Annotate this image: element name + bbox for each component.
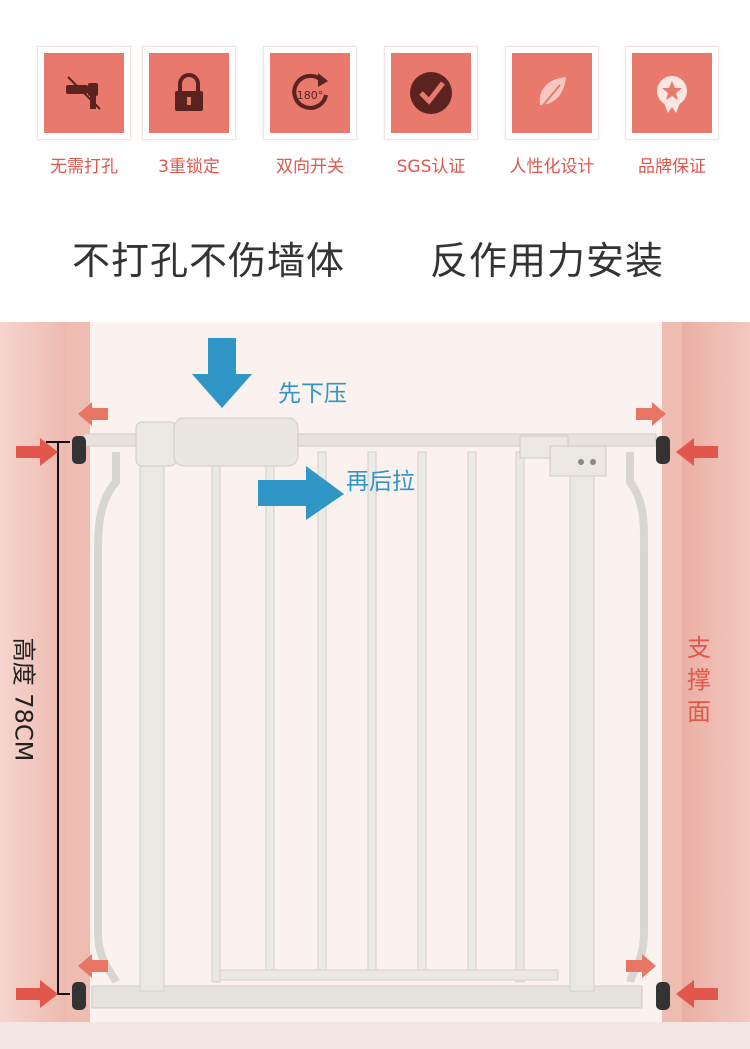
gate-bars [265, 451, 477, 971]
bottom-bar [91, 985, 643, 1009]
instruction-arrows [192, 338, 344, 520]
pull-back-arrow [258, 466, 344, 520]
gate-diagram: 先下压 再后拉 高度 78CM 支 撑 面 [0, 322, 750, 1049]
feature-label: SGS认证 [396, 157, 466, 177]
award-star-icon [657, 76, 687, 113]
press-down-label: 先下压 [278, 381, 347, 407]
feature-label: 品牌保证 [638, 157, 706, 177]
floor [0, 1022, 750, 1049]
feature-label: 3重锁定 [158, 157, 220, 177]
feature-two-way: 180° 双向开关 [262, 46, 358, 177]
feature-label: 双向开关 [276, 157, 344, 177]
latch-catch [549, 445, 607, 477]
latch-post [569, 445, 595, 992]
feature-triple-lock: 3重锁定 [141, 46, 237, 177]
rotate-degree-text: 180° [297, 89, 324, 102]
feature-humanized: 人性化设计 [504, 46, 600, 177]
pressure-knobs [72, 436, 670, 1010]
lock-icon [175, 73, 203, 111]
leaf-icon [539, 77, 566, 110]
feature-sgs: SGS认证 [383, 46, 479, 177]
check-circle-icon [410, 72, 452, 114]
headline-no-drill: 不打孔不伤墙体 [72, 239, 346, 283]
feature-no-drilling: 无需打孔 [36, 46, 132, 177]
height-dimension-line [46, 441, 70, 995]
feature-brand: 品牌保证 [624, 46, 720, 177]
gate-handle[interactable] [173, 417, 299, 467]
headline-counterforce: 反作用力安装 [430, 239, 665, 283]
feature-label: 人性化设计 [509, 157, 595, 177]
press-down-arrow [192, 338, 252, 408]
force-arrows [16, 402, 718, 1008]
height-label: 高度 78CM [9, 637, 38, 762]
gate-drawing [0, 338, 750, 1049]
rotate-180-icon: 180° [292, 73, 328, 110]
feature-strip: 无需打孔 3重锁定 180° 双向开关 SGS认证 [0, 0, 750, 200]
pull-back-label: 再后拉 [346, 469, 415, 495]
drill-crossed-icon [66, 76, 101, 110]
right-wall-face [662, 322, 682, 1022]
hinge-post [139, 445, 165, 992]
door-bottom-rail [219, 969, 559, 981]
support-surface-label: 支 撑 面 [687, 634, 711, 726]
hinge-block [135, 421, 177, 467]
feature-label: 无需打孔 [50, 157, 118, 177]
